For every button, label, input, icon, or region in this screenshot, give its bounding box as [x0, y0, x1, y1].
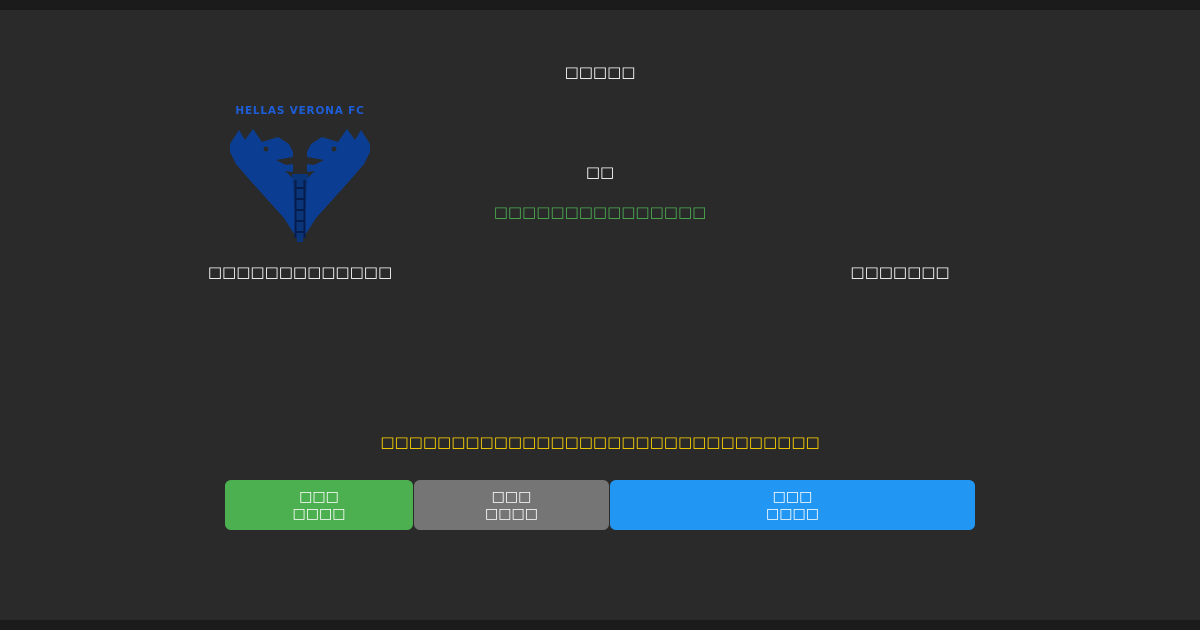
home-team-name: □□□□□□□□□□□□□	[207, 263, 393, 281]
gray-button-label-line1: □□□	[491, 488, 532, 505]
blue-action-button[interactable]: □□□ □□□□	[610, 480, 975, 530]
gray-action-button[interactable]: □□□ □□□□	[414, 480, 609, 530]
away-team-name: □□□□□□□	[850, 263, 950, 281]
league-name: □□□□□□□□□□□□□□□	[493, 203, 707, 221]
home-team-logo: HELLAS VERONA FC	[228, 100, 372, 252]
crest-graphic	[230, 129, 370, 242]
green-button-label-line1: □□□	[299, 488, 339, 505]
vs-label: □□	[585, 163, 615, 181]
green-action-button[interactable]: □□□ □□□□	[225, 480, 413, 530]
verona-crest-icon: HELLAS VERONA FC	[230, 105, 370, 242]
away-team-logo-slot	[828, 100, 972, 252]
blue-button-label-line2: □□□□	[766, 505, 819, 522]
page-title: □□□□□	[564, 63, 636, 81]
action-buttons: □□□ □□□□ □□□ □□□□ □□□ □□□□	[225, 480, 975, 530]
notice-text: □□□□□□□□□□□□□□□□□□□□□□□□□□□□□□□	[380, 433, 820, 451]
gray-button-label-line2: □□□□	[485, 505, 538, 522]
top-border	[0, 0, 1200, 10]
blue-button-label-line1: □□□	[772, 488, 813, 505]
green-button-label-line2: □□□□	[292, 505, 346, 522]
bottom-border	[0, 620, 1200, 630]
logo-wordmark: HELLAS VERONA FC	[235, 105, 364, 117]
